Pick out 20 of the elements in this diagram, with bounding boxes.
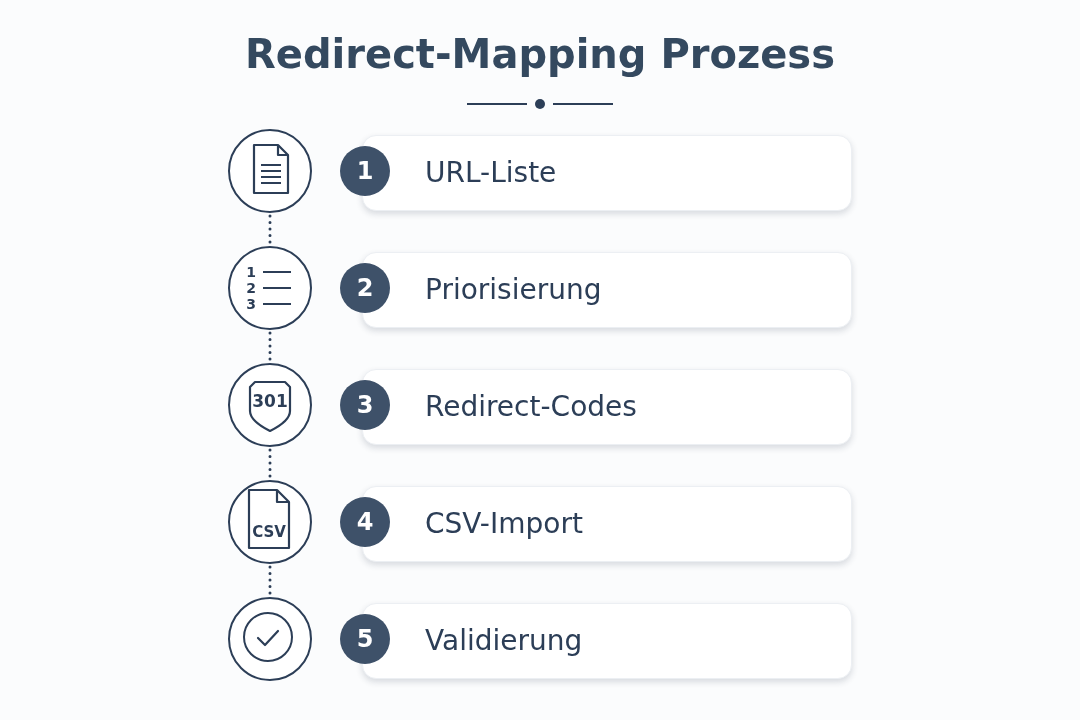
- step-label: Priorisierung: [425, 272, 602, 307]
- redirect-code-text: 301: [252, 391, 288, 411]
- step-number-badge: 1: [340, 146, 390, 196]
- list-number: 1: [246, 264, 256, 280]
- step-label: Redirect-Codes: [425, 389, 637, 424]
- step-label: URL-Liste: [425, 155, 557, 190]
- dotted-connector: [268, 448, 272, 479]
- step-number-badge: 2: [340, 263, 390, 313]
- step-label: CSV-Import: [425, 506, 583, 541]
- step-number-badge: 4: [340, 497, 390, 547]
- step-number-badge: 3: [340, 380, 390, 430]
- step-number-badge: 5: [340, 614, 390, 664]
- dotted-connector: [268, 331, 272, 362]
- step-label: Validierung: [425, 623, 583, 658]
- dotted-connector: [268, 214, 272, 245]
- file-type-text: CSV: [252, 523, 286, 541]
- list-number: 3: [246, 296, 256, 312]
- dotted-connector: [268, 565, 272, 596]
- list-number: 2: [246, 280, 256, 296]
- title: Redirect-Mapping Prozess: [245, 30, 835, 78]
